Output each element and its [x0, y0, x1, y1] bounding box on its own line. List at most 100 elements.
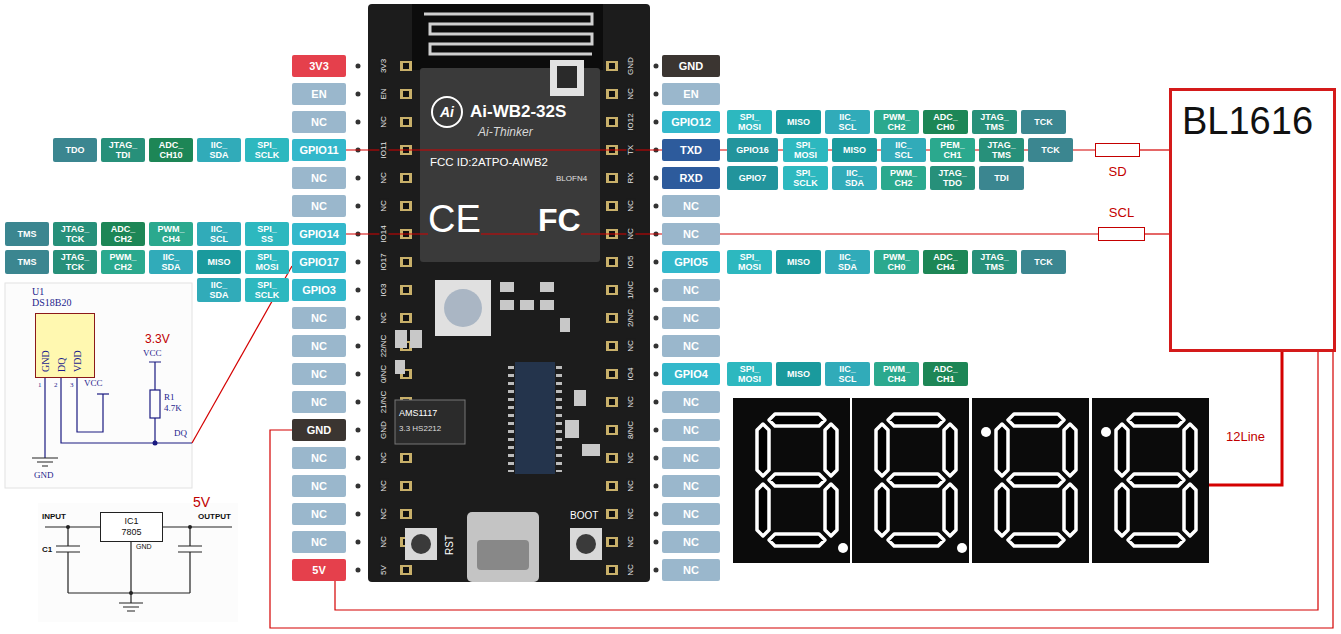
- function-name: JTAG_ TMS: [980, 252, 1008, 272]
- function-name: TMS: [18, 229, 37, 239]
- chip-pins: [511, 366, 559, 472]
- pad: [395, 330, 407, 348]
- pin-name: NC: [683, 396, 699, 408]
- function-tag: IIC_ SCL: [825, 362, 870, 386]
- function-tag: MISO: [776, 110, 821, 134]
- pin-hole-cores: [406, 63, 612, 575]
- pin-label-box: NC: [292, 111, 346, 133]
- pin-name: 3V3: [309, 60, 329, 72]
- function-name: IIC_ SDA: [162, 252, 181, 272]
- pin-label-box: NC: [662, 419, 720, 441]
- chip-marking: 3.3 HS2212: [399, 424, 441, 433]
- button-label: RST: [444, 535, 456, 555]
- function-tag: IIC_ SCL: [881, 138, 926, 162]
- silkscreen-pin: NC: [379, 535, 388, 549]
- pin-name: DQ: [56, 358, 68, 372]
- pin-name: NC: [683, 228, 699, 240]
- pin-label-box: GPIO4: [662, 363, 720, 385]
- pin-name: VDD: [72, 350, 84, 372]
- pin-label-box: NC: [292, 447, 346, 469]
- vcc-symbol: [97, 393, 109, 394]
- wire-connector: [270, 352, 1333, 628]
- function-name: SPI_ SCLK: [793, 168, 818, 188]
- function-tag: ADC_ CH10: [149, 138, 193, 162]
- pin-name: NC: [311, 508, 327, 520]
- pin-label-box: 3V3: [292, 55, 346, 77]
- sensor-chip: GNDDQVDD: [35, 313, 95, 378]
- pin-name: EN: [311, 88, 326, 100]
- function-tag: SPI_ MOSI: [245, 250, 289, 274]
- pin-label-box: NC: [292, 307, 346, 329]
- function-tag: MISO: [776, 250, 821, 274]
- function-tag: MISO: [832, 138, 877, 162]
- pin-name: GND: [679, 60, 703, 72]
- pin-name: NC: [311, 312, 327, 324]
- pin-label-box: RXD: [662, 167, 720, 189]
- silkscreen-pin: NC: [626, 87, 635, 101]
- function-name: JTAG_ TDO: [938, 168, 966, 188]
- pin-label-box: 5V: [292, 559, 346, 581]
- function-name: MISO: [787, 369, 810, 379]
- function-name: TDI: [994, 173, 1009, 183]
- rgb-led-lens: [444, 289, 482, 327]
- silkscreen-pin: IO11: [379, 141, 388, 160]
- junction-dot: [66, 525, 70, 529]
- pin-name: NC: [311, 396, 327, 408]
- function-tag: SPI_ SCLK: [783, 166, 828, 190]
- decimal-point: [957, 543, 967, 553]
- regulator-chip: IC17805: [100, 512, 163, 542]
- function-name: GPIO16: [736, 145, 769, 155]
- pad: [560, 318, 570, 332]
- lot-code: BLOFN4: [556, 174, 587, 183]
- pin-label-box: GPIO11: [292, 139, 346, 161]
- boot-button: [570, 528, 602, 560]
- decimal-point: [838, 543, 848, 553]
- function-name: MISO: [843, 145, 866, 155]
- function-tag: SPI_ MOSI: [783, 138, 828, 162]
- pin-name: NC: [311, 340, 327, 352]
- logo-ring: [432, 97, 462, 127]
- junction-dot: [188, 525, 192, 529]
- pin-label-box: NC: [662, 475, 720, 497]
- part-label: 7805: [121, 527, 141, 538]
- colon-dot: [1101, 427, 1111, 437]
- function-name: ADC_ CH1: [933, 364, 958, 384]
- logo-text: Ai: [440, 104, 454, 120]
- pad: [540, 300, 554, 310]
- pin-label-box: GND: [662, 55, 720, 77]
- antenna-trace: [424, 14, 592, 54]
- button-label: BOOT: [570, 510, 598, 522]
- pin-name: NC: [683, 452, 699, 464]
- pin-label-box: EN: [292, 83, 346, 105]
- pin-name: NC: [311, 452, 327, 464]
- resistor-label: SCL: [1109, 205, 1134, 220]
- pin-name: NC: [311, 172, 327, 184]
- pin-label-box: NC: [662, 223, 720, 245]
- pin-name: NC: [683, 508, 699, 520]
- function-tag: IIC_ SCL: [197, 222, 241, 246]
- silkscreen-pin: NC: [626, 339, 635, 353]
- crystal-core: [557, 66, 577, 88]
- ground-symbol: [119, 603, 143, 611]
- usb-serial-chip: [515, 362, 555, 474]
- function-name: SPI_ MOSI: [738, 364, 761, 384]
- pin-label-box: NC: [662, 447, 720, 469]
- function-tag: IIC_ SDA: [825, 250, 870, 274]
- pin-name: GPIO4: [674, 368, 708, 380]
- pin-name: GPIO3: [302, 284, 336, 296]
- pullup-wire: [149, 362, 161, 443]
- resistor-symbol: SCL: [1098, 227, 1145, 241]
- pin-label-box: GND: [292, 419, 346, 441]
- function-name: IIC_ SDA: [845, 168, 864, 188]
- function-tag: TDO: [53, 138, 97, 162]
- pin-label-box: NC: [662, 279, 720, 301]
- function-tag: PEM_ CH1: [930, 138, 975, 162]
- function-tag: JTAG_ TCK: [53, 250, 97, 274]
- colon-dot: [981, 427, 991, 437]
- function-name: MISO: [787, 257, 810, 267]
- function-name: SPI_ SCLK: [255, 140, 280, 160]
- pin-label-box: NC: [292, 475, 346, 497]
- certification-id: FCC ID:2ATPO-AIWB2: [430, 156, 548, 169]
- function-tag: TCK: [1021, 110, 1066, 134]
- schematic-label: OUTPUT: [198, 512, 231, 521]
